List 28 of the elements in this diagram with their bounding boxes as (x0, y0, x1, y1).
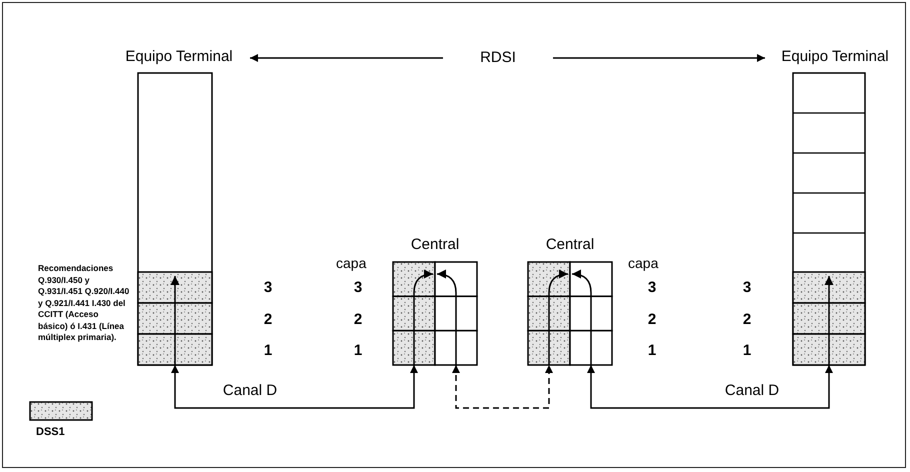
layer-number: 1 (354, 342, 362, 360)
layer-caption: capa (628, 255, 658, 272)
layer-number: 3 (264, 279, 272, 297)
layer-number: 1 (742, 342, 752, 360)
layer-number: 3 (354, 279, 362, 297)
layer-caption: capa (336, 255, 366, 272)
layer-number: 1 (648, 342, 656, 360)
layer-number: 2 (264, 311, 272, 329)
node-box (527, 261, 571, 298)
layer-number: 2 (742, 311, 752, 329)
layer-number: 2 (648, 311, 656, 329)
node-box (392, 261, 436, 298)
arrow (171, 365, 418, 409)
node-heading: Equipo Terminal (124, 48, 234, 66)
arrow (250, 54, 443, 62)
node-heading: Central (410, 236, 460, 254)
layer-number: 2 (354, 311, 362, 329)
layer-number: 1 (264, 342, 272, 360)
arrow (452, 365, 553, 409)
node-heading: Central (544, 236, 596, 254)
node-heading: Equipo Terminal (780, 48, 890, 66)
arrow (553, 54, 765, 62)
legend-label: DSS1 (36, 426, 65, 438)
network-label: RDSI (443, 49, 553, 67)
arrow (587, 365, 833, 409)
layer-number: 3 (648, 279, 656, 297)
note-text: Recomendaciones Q.930/I.450 y Q.931/I.451 Q.920/I.440 y Q.921/I.441 I.430 del CCITT (Acceso básico) ó I.431 (Línea múltiplex primaria). (38, 263, 130, 344)
layer-number: 3 (742, 279, 752, 297)
